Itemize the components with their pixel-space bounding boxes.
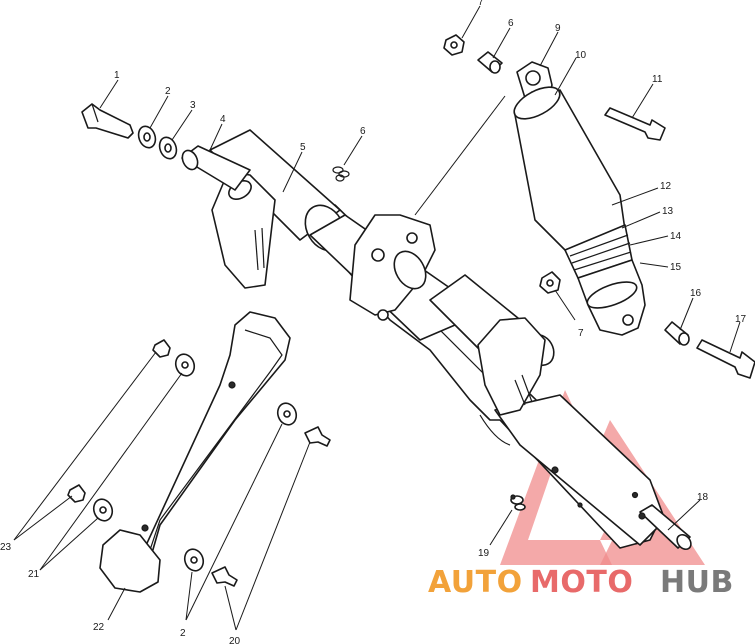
swing-arm-assembly <box>209 129 692 551</box>
callout-6-right: 6 <box>508 18 514 29</box>
sleeve-4 <box>181 145 251 191</box>
bolt-1 <box>81 103 134 139</box>
callout-23: 23 <box>0 542 12 553</box>
callout-2-bottom: 2 <box>180 628 186 639</box>
callout-2: 2 <box>165 86 171 97</box>
screw-20-bottom <box>211 566 238 587</box>
watermark-part-2: MOTO <box>530 565 633 600</box>
callout-9: 9 <box>555 23 561 34</box>
callout-7-mid: 7 <box>578 328 584 339</box>
link-plate-edge <box>144 329 283 566</box>
shock-absorber <box>513 61 646 336</box>
callout-14: 14 <box>670 231 682 242</box>
callout-18: 18 <box>697 492 709 503</box>
callout-11: 11 <box>652 74 663 85</box>
bolt-11 <box>604 107 666 141</box>
link-plate-assembly <box>67 311 331 593</box>
callout-6-left: 6 <box>360 126 366 137</box>
callout-15: 15 <box>670 262 682 273</box>
callout-19: 19 <box>478 548 490 559</box>
callout-7-top: 7 <box>478 0 484 8</box>
screw-20-top <box>304 426 331 447</box>
shock-hardware <box>443 34 755 511</box>
nut-23-bottom <box>67 484 86 503</box>
callout-3: 3 <box>190 100 196 111</box>
link-plate-bottom-section <box>99 529 161 593</box>
nut-23-top <box>152 339 171 358</box>
link-plate-top-section <box>129 311 291 586</box>
callout-16: 16 <box>690 288 702 299</box>
watermark-wordmark: AUTO MOTO HUB <box>428 565 734 600</box>
callout-21: 21 <box>28 569 40 580</box>
nut-19 <box>510 494 526 511</box>
callout-20: 20 <box>229 636 241 644</box>
callout-17: 17 <box>735 314 747 325</box>
pivot-hardware <box>81 103 350 191</box>
callout-10: 10 <box>575 50 587 61</box>
callout-5: 5 <box>300 142 306 153</box>
clip-6 <box>332 166 350 182</box>
watermark-part-1: AUTO <box>428 565 523 600</box>
watermark-part-3: HUB <box>660 565 734 600</box>
callout-4: 4 <box>220 114 226 125</box>
callout-22: 22 <box>93 622 105 633</box>
callout-13: 13 <box>662 206 674 217</box>
bolt-17 <box>696 339 755 379</box>
callout-12: 12 <box>660 181 672 192</box>
leader-lines <box>13 5 741 631</box>
callout-1: 1 <box>114 70 120 81</box>
